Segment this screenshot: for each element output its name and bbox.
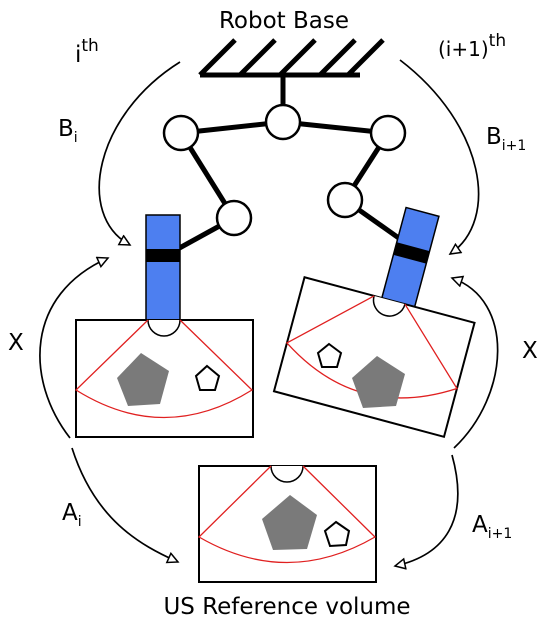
pentagon-small xyxy=(194,364,221,391)
arrow-X-right xyxy=(452,278,499,449)
arrow-X-left xyxy=(39,258,108,439)
arrow-Ai xyxy=(71,447,178,562)
i1th-label: (i+1)th xyxy=(438,31,506,61)
base-hatching xyxy=(198,38,385,77)
us-image-left xyxy=(74,319,254,438)
robot-base-label: Robot Base xyxy=(219,8,349,34)
pentagon-small-right xyxy=(316,342,343,368)
Bi1-label: Bi+1 xyxy=(486,124,526,154)
X-left-label: X xyxy=(8,330,24,356)
ith-label: ith xyxy=(75,36,99,68)
arrow-Ai1 xyxy=(395,454,459,566)
arrow-Bi1 xyxy=(399,59,480,254)
robot-links xyxy=(163,75,412,259)
Ai1-label: Ai+1 xyxy=(472,512,512,542)
robot-base: Robot Base xyxy=(198,8,385,78)
us-reference-volume xyxy=(197,465,377,583)
pentagon-large-ref xyxy=(262,495,317,550)
Ai-label: Ai xyxy=(62,500,82,530)
pentagon-large-right xyxy=(352,356,405,408)
robot-joints xyxy=(162,103,407,237)
pentagon-large xyxy=(117,353,169,406)
probe-left xyxy=(145,214,181,328)
arrow-Bi xyxy=(98,61,181,245)
Bi-label: Bi xyxy=(58,116,78,146)
X-right-label: X xyxy=(522,338,538,364)
us-reference-label: US Reference volume xyxy=(163,594,410,620)
us-image-right xyxy=(272,276,476,439)
pentagon-small-ref xyxy=(323,520,351,548)
